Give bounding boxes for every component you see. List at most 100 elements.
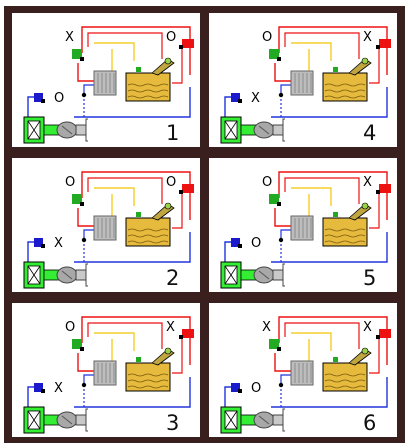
blue-valve-port (238, 99, 242, 103)
tank-wave (324, 379, 366, 383)
red-line-to-cylinder (274, 353, 291, 372)
pump-detail (258, 270, 270, 280)
green-valve-port (277, 57, 281, 61)
blue-suction-line (271, 87, 388, 118)
blue-valve (231, 238, 240, 247)
valve-green-state: O (262, 30, 273, 45)
yellow-return-line (94, 42, 135, 61)
panel-3: O X X 3 (12, 303, 200, 437)
pump-outlet-stub (282, 425, 285, 432)
blue-suction-line (74, 377, 191, 408)
lever-knob (164, 202, 172, 210)
junction-dot (278, 237, 284, 243)
blue-line-to-cylinder (83, 229, 96, 238)
yellow-return-line (291, 187, 332, 206)
red-line-to-tank (172, 45, 183, 84)
reservoir-tank (125, 362, 171, 392)
valve-green-state: O (65, 320, 76, 335)
blue-valve (231, 383, 240, 392)
valve-blue-state: X (251, 91, 260, 106)
reservoir-tank (322, 72, 368, 102)
panel-6: X X O 6 (209, 303, 397, 437)
yellow-return-line (291, 332, 332, 351)
pump-outlet-stub (282, 408, 285, 415)
tank-inlet-marker (136, 357, 141, 362)
red-inner-line (284, 32, 360, 59)
hydraulic-schematic (23, 26, 194, 144)
tank-wave (127, 83, 169, 87)
tank-wave (127, 95, 169, 99)
red-valve-port (376, 45, 380, 49)
tank-wave (127, 228, 169, 232)
blue-line-to-cylinder (83, 374, 96, 383)
reservoir-tank (125, 217, 171, 247)
blue-suction-line (271, 232, 388, 263)
valve-blue-state: O (54, 91, 65, 106)
green-valve-port (80, 347, 84, 351)
pump-outlet (75, 124, 87, 136)
valve-blue-state: O (251, 236, 262, 251)
cylinder (290, 70, 314, 96)
valve-blue-state: O (251, 381, 262, 396)
tank-wave (324, 373, 366, 377)
green-valve-port (80, 57, 84, 61)
valve-green-state: X (262, 320, 271, 335)
red-pressure-line (278, 26, 388, 75)
red-valve (182, 184, 194, 193)
blue-line-to-cylinder (280, 229, 293, 238)
blue-valve-port (238, 389, 242, 393)
pump-outlet-stub (85, 408, 88, 415)
red-line-to-cylinder (77, 63, 94, 82)
red-valve-port (179, 45, 183, 49)
blue-line-to-accumulator (27, 241, 36, 262)
lever-knob (164, 57, 172, 65)
blue-line-to-cylinder (280, 84, 293, 93)
valve-red-state: X (363, 175, 372, 190)
tank-wave (324, 95, 366, 99)
tank-wave (324, 89, 366, 93)
yellow-return-line (94, 187, 135, 206)
valve-red-state: X (363, 30, 372, 45)
blue-line-to-accumulator (27, 96, 36, 117)
tank-wave (127, 89, 169, 93)
tank-wave (127, 379, 169, 383)
valve-red-state: O (166, 175, 177, 190)
panel-number: 2 (166, 266, 180, 290)
pump-outlet-stub (85, 118, 88, 125)
junction-dot (81, 92, 87, 98)
blue-line-to-accumulator (224, 96, 233, 117)
red-line-to-cylinder (274, 63, 291, 82)
red-valve-port (179, 335, 183, 339)
tank-wave (127, 373, 169, 377)
cylinder (290, 360, 314, 386)
green-valve (269, 339, 279, 349)
panel-number: 4 (363, 121, 377, 145)
red-line-to-tank (369, 45, 380, 84)
lever-knob (361, 202, 369, 210)
red-pressure-line (278, 171, 388, 220)
tank-wave (324, 234, 366, 238)
tank-inlet-marker (136, 212, 141, 217)
green-valve (269, 194, 279, 204)
pump-detail (258, 125, 270, 135)
panel-number: 5 (363, 266, 377, 290)
pump-outlet-stub (85, 425, 88, 432)
pump-detail (61, 415, 73, 425)
tank-wave (324, 228, 366, 232)
yellow-return-line (94, 332, 135, 351)
blue-valve (34, 238, 43, 247)
blue-valve-port (41, 244, 45, 248)
valve-red-state: O (166, 30, 177, 45)
green-valve (72, 49, 82, 59)
blue-line-to-accumulator (224, 386, 233, 407)
red-line-to-tank (172, 335, 183, 374)
red-valve (379, 329, 391, 338)
blue-line-to-accumulator (224, 241, 233, 262)
blue-suction-line (271, 377, 388, 408)
cylinder (93, 360, 117, 386)
panel-2: O O X 2 (12, 158, 200, 292)
pump-outlet (272, 269, 284, 281)
accumulator-cross (224, 120, 238, 140)
accumulator-cross (27, 120, 41, 140)
red-inner-line (87, 32, 163, 59)
